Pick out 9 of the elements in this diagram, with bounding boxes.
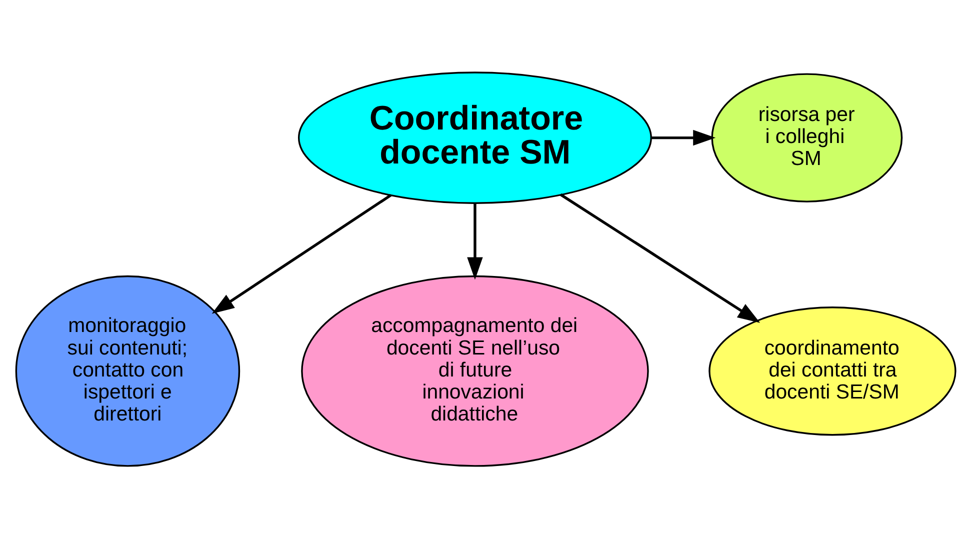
node-ellipse: coordinamento dei contatti tra docenti SE/SM	[708, 306, 956, 436]
arrow	[212, 194, 392, 314]
node-ellipse: Coordinatore docente SM	[298, 71, 652, 204]
arrow	[651, 129, 716, 146]
arrow	[467, 202, 483, 280]
node-ellipse: risorsa per i colleghi SM	[711, 72, 903, 202]
node-ellipse: monitoraggio sui contenuti; contatto con ispettori e direttori	[15, 274, 240, 466]
node-ellipse: accompagnamento dei docenti SE nell’uso di future innovazioni didattiche	[301, 274, 649, 466]
arrow	[560, 192, 760, 322]
